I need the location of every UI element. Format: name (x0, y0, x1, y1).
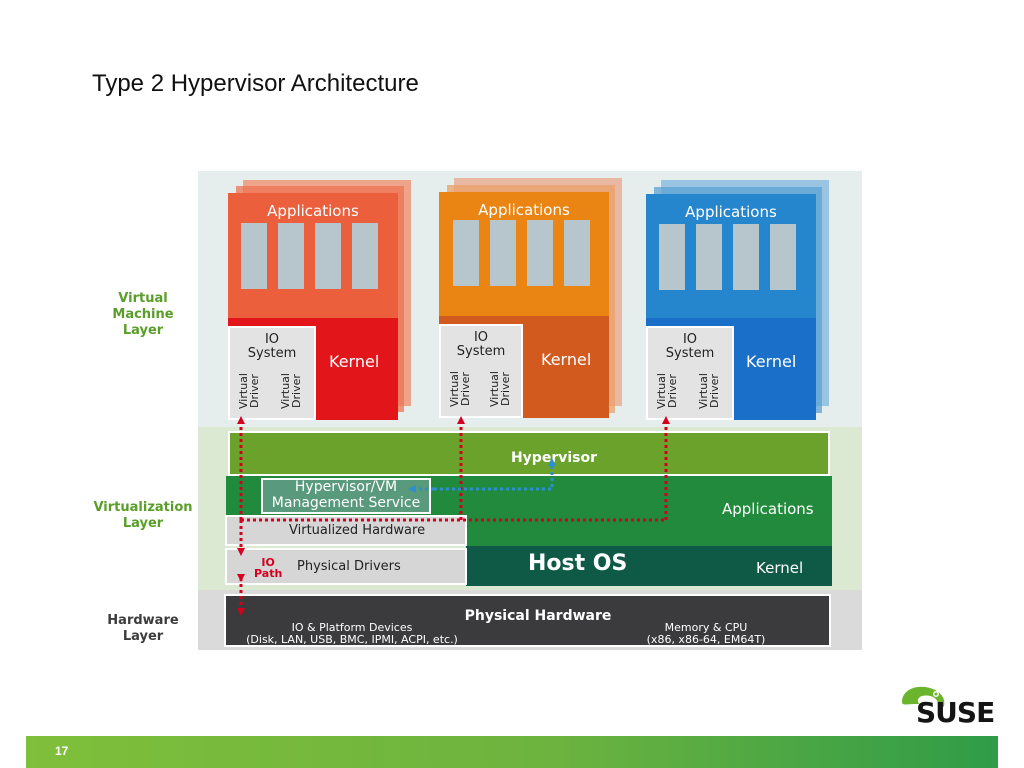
page-number: 17 (55, 744, 69, 758)
vm2-virtual-driver-2: Virtual Driver (488, 371, 512, 407)
physical-hardware-bar (224, 594, 831, 647)
vm3-applications-label: Applications (685, 203, 777, 221)
host-kernel-label: Kernel (756, 559, 804, 577)
app-slot (659, 224, 685, 290)
vm1-kernel-label: Kernel (329, 352, 380, 371)
physical-drivers-box: Physical Drivers (225, 548, 467, 585)
memory-cpu-list: (x86, x86-64, EM64T) (646, 633, 766, 646)
vm2-kernel-label: Kernel (541, 350, 592, 369)
vm2-io-system-label: IO System (456, 330, 506, 359)
app-slot (527, 220, 553, 286)
io-devices-list: (Disk, LAN, USB, BMC, IPMI, ACPI, etc.) (246, 633, 458, 646)
slide-title: Type 2 Hypervisor Architecture (92, 70, 419, 97)
virtualized-hardware-label: Virtualized Hardware (289, 523, 426, 538)
memory-cpu-label: Memory & CPU (664, 621, 748, 634)
vm2-applications: Applications (439, 192, 609, 316)
app-slot (696, 224, 722, 290)
app-slot (315, 223, 341, 289)
vm3-virtual-driver-2: Virtual Driver (697, 373, 721, 409)
vm2-applications-label: Applications (478, 201, 570, 219)
vm1-virtual-driver-2: Virtual Driver (279, 373, 303, 409)
vm1-virtual-driver-1: Virtual Driver (237, 373, 261, 409)
vm2-io-system (439, 324, 523, 418)
vm3-io-system-label: IO System (665, 332, 715, 361)
vm3-kernel-label: Kernel (746, 352, 797, 371)
vm3-virtual-driver-1: Virtual Driver (655, 373, 679, 409)
vm3-applications: Applications (646, 194, 816, 318)
host-os-bar (466, 546, 832, 586)
host-os-label: Host OS (528, 551, 628, 576)
vm3-io-system (646, 326, 734, 420)
app-slot (564, 220, 590, 286)
suse-logo-text: SUSE (916, 696, 995, 729)
app-slot (490, 220, 516, 286)
hypervisor-label: Hypervisor (510, 450, 598, 466)
app-slot (241, 223, 267, 289)
host-applications-label: Applications (722, 500, 814, 518)
mgmt-service-box (261, 478, 431, 514)
mgmt-service-label: Hypervisor/VM Management Service (271, 479, 421, 511)
app-slot (770, 224, 796, 290)
vm2-virtual-driver-1: Virtual Driver (448, 371, 472, 407)
io-path-label: IO Path (254, 556, 283, 580)
virtualization-layer-label: Virtualization Layer (93, 500, 193, 531)
app-slot (278, 223, 304, 289)
footer-bar (26, 736, 998, 768)
vm1-io-system-label: IO System (247, 332, 297, 361)
vm1-applications: Applications (228, 193, 398, 318)
chameleon-icon (902, 686, 945, 709)
virtualized-hardware-box: Virtualized Hardware (225, 515, 467, 546)
io-devices-label: IO & Platform Devices (291, 621, 413, 634)
physical-drivers-label: Physical Drivers (297, 559, 401, 574)
app-slot (352, 223, 378, 289)
vm1-io-system (228, 326, 316, 420)
vm-layer-label: Virtual Machine Layer (112, 291, 174, 338)
suse-logo: SUSE (898, 680, 998, 729)
app-slot (453, 220, 479, 286)
vm1-applications-label: Applications (267, 202, 359, 220)
app-slot (733, 224, 759, 290)
hardware-layer-label: Hardware Layer (107, 613, 179, 644)
physical-hardware-label: Physical Hardware (464, 608, 612, 624)
